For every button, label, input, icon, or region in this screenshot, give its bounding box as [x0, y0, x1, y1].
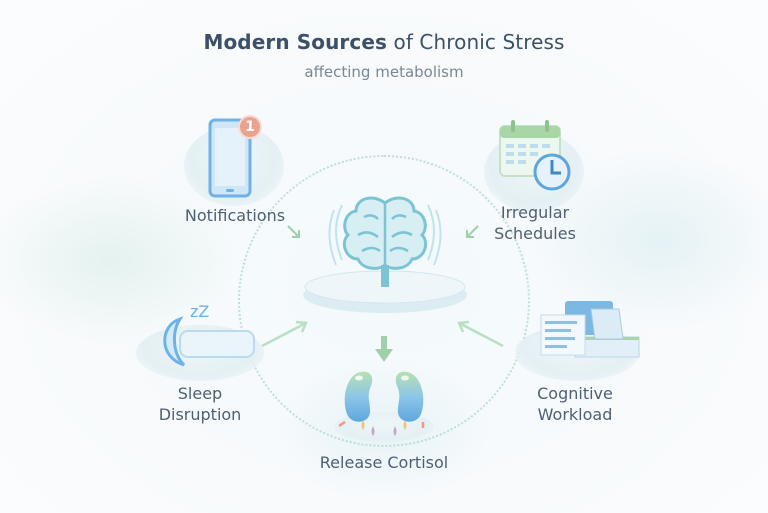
node-label: Disruption	[158, 405, 242, 424]
node-notifications: 1 Notifications	[170, 112, 300, 232]
documents-stack-icon	[540, 301, 640, 358]
node-label: Workload	[537, 405, 613, 424]
arrow-schedules-to-brain-icon	[466, 225, 479, 238]
node-label: Release Cortisol	[319, 453, 449, 472]
calendar-clock-icon	[499, 120, 571, 191]
cycle-ring	[238, 155, 530, 447]
notification-badge: 1	[238, 115, 262, 139]
adrenal-glands-icon	[339, 371, 425, 436]
node-label: Sleep	[177, 384, 223, 403]
page-title: Modern Sources of Chronic Stress	[0, 30, 768, 54]
node-release-cortisol: Release Cortisol	[299, 362, 469, 477]
node-label: Irregular	[500, 203, 570, 222]
zz-glyph: zZ	[190, 302, 209, 321]
arrow-notifications-to-brain-icon	[287, 225, 300, 238]
node-irregular-schedules: Irregular Schedules	[470, 112, 600, 247]
moon-sleep-icon: zZ	[163, 302, 255, 367]
brain-icon	[328, 196, 442, 287]
title-rest: of Chronic Stress	[393, 30, 565, 54]
node-label: Schedules	[494, 224, 576, 243]
center-brain-node	[300, 185, 470, 315]
smartphone-icon	[208, 118, 252, 198]
node-cognitive-workload: Cognitive Workload	[505, 295, 645, 430]
arrow-workload-to-brain-icon	[457, 320, 504, 348]
title-bold: Modern Sources	[203, 30, 388, 54]
arrow-brain-to-cortisol-icon	[375, 336, 393, 362]
node-label: Notifications	[184, 206, 286, 225]
arrow-sleep-to-brain-icon	[261, 320, 308, 348]
page-subtitle: affecting metabolism	[304, 63, 464, 81]
node-sleep-disruption: zZ Sleep Disruption	[130, 295, 270, 430]
node-label: Cognitive	[537, 384, 613, 403]
